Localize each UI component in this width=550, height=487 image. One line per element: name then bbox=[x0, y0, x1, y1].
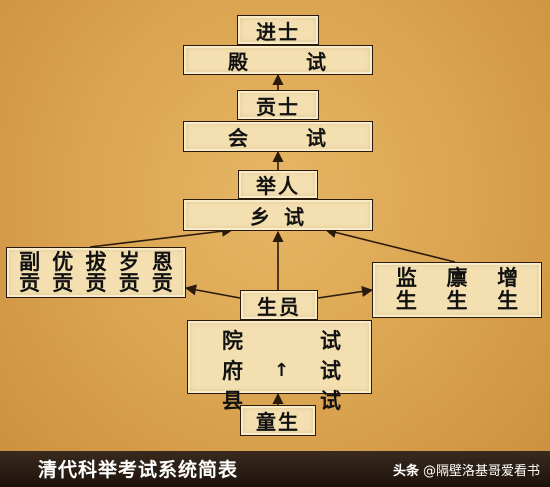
node-shengyuan-label: 生员 bbox=[257, 294, 301, 319]
jiansheng-bottom-2: 生 bbox=[446, 289, 468, 313]
node-dianshi: 殿 试 bbox=[183, 45, 373, 75]
diagram-title: 清代科举考试系统简表 bbox=[38, 459, 239, 481]
gongsheng-top-4: 岁 bbox=[118, 250, 140, 274]
jiansheng-bottom-1: 生 bbox=[395, 289, 417, 313]
jiansheng-top-2: 廪 bbox=[446, 266, 468, 290]
node-xiangshi-left: 乡 bbox=[250, 204, 272, 229]
node-juren: 举人 bbox=[238, 170, 318, 199]
node-huishi-left: 会 bbox=[228, 126, 250, 150]
node-jinshi-label: 进士 bbox=[256, 19, 300, 44]
gongsheng-top-2: 优 bbox=[52, 250, 74, 274]
watermark: 头条@隔壁洛基哥爱看书 bbox=[393, 460, 540, 479]
node-exams: 院 试 府 ↑ 试 县 试 bbox=[187, 320, 372, 413]
exam-right-1: 试 bbox=[320, 329, 341, 353]
node-huishi-right: 试 bbox=[306, 126, 328, 150]
watermark-user: @隔壁洛基哥爱看书 bbox=[422, 464, 540, 479]
node-dianshi-left: 殿 bbox=[228, 49, 250, 74]
node-jinshi: 进士 bbox=[237, 15, 319, 45]
node-tongsheng: 童生 bbox=[240, 405, 316, 436]
footer-bar bbox=[0, 451, 550, 487]
node-juren-label: 举人 bbox=[256, 174, 300, 198]
exam-right-3: 试 bbox=[320, 389, 341, 413]
gongsheng-bottom-1: 贡 bbox=[19, 271, 41, 295]
node-xiangshi: 乡 试 bbox=[183, 199, 373, 231]
node-tongsheng-label: 童生 bbox=[256, 410, 300, 434]
arrow-shengyuan-to-jiansheng bbox=[317, 285, 374, 299]
gongsheng-bottom-4: 贡 bbox=[118, 271, 140, 295]
watermark-brand: 头条 bbox=[392, 464, 419, 479]
gongsheng-bottom-5: 贡 bbox=[151, 271, 173, 295]
jiansheng-top-1: 监 bbox=[395, 266, 417, 290]
arrow-shengyuan-to-gongsheng bbox=[184, 284, 241, 299]
gongsheng-top-1: 副 bbox=[19, 250, 41, 274]
gongsheng-bottom-3: 贡 bbox=[85, 271, 107, 295]
node-gongshi-label: 贡士 bbox=[256, 94, 300, 119]
node-huishi: 会 试 bbox=[183, 121, 373, 152]
node-jiansheng-group: 监 廪 增 生 生 生 bbox=[372, 262, 542, 318]
arrow-gongsheng-to-xiangshi bbox=[89, 225, 234, 248]
gongsheng-bottom-2: 贡 bbox=[52, 271, 74, 295]
node-xiangshi-right: 试 bbox=[284, 204, 306, 229]
exam-progression-arrow: ↑ bbox=[273, 359, 290, 381]
jiansheng-bottom-3: 生 bbox=[497, 289, 519, 313]
node-gongshi: 贡士 bbox=[237, 90, 319, 120]
node-gongsheng-group: 副 优 拔 岁 恩 贡 贡 贡 贡 贡 bbox=[6, 247, 186, 298]
node-shengyuan: 生员 bbox=[240, 290, 318, 320]
gongsheng-top-3: 拔 bbox=[85, 250, 107, 274]
jiansheng-top-3: 增 bbox=[497, 266, 519, 290]
gongsheng-top-5: 恩 bbox=[151, 250, 173, 274]
arrow-jiansheng-to-xiangshi bbox=[324, 226, 456, 263]
exam-left-2: 府 bbox=[222, 359, 243, 383]
node-dianshi-right: 试 bbox=[306, 49, 328, 74]
exam-right-2: 试 bbox=[320, 359, 341, 383]
exam-left-1: 院 bbox=[222, 329, 243, 353]
exam-left-3: 县 bbox=[222, 389, 243, 413]
